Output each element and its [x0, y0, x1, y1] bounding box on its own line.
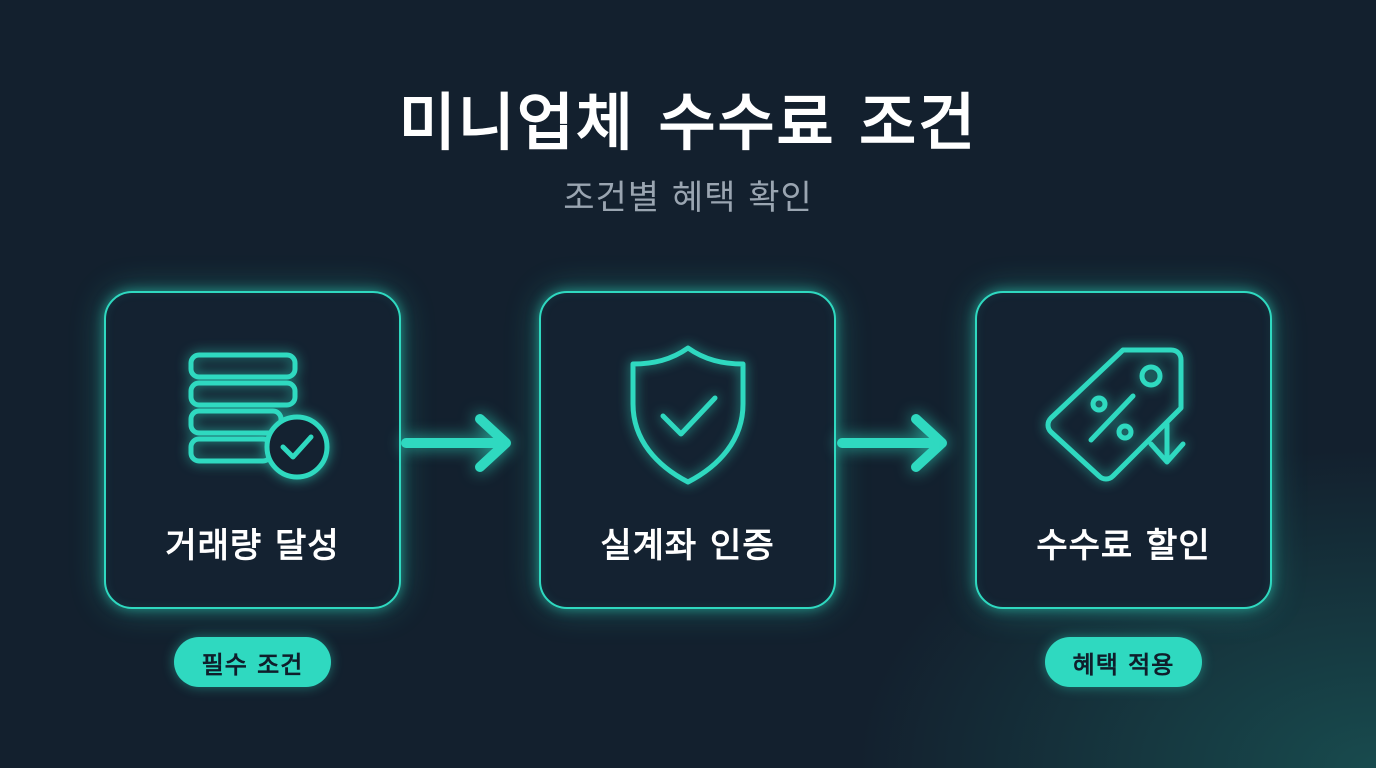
step-card-discount: 수수료 할인: [975, 291, 1272, 609]
benefit-badge: 혜택 적용: [1045, 637, 1202, 687]
step-label-volume: 거래량 달성: [165, 526, 340, 566]
required-badge: 필수 조건: [174, 637, 331, 687]
page-title: 미니업체 수수료 조건: [398, 86, 978, 159]
shield-check-icon: [541, 335, 834, 495]
discount-tag-icon: [977, 335, 1270, 495]
step-label-verification: 실계좌 인증: [600, 526, 775, 566]
step-card-volume: 거래량 달성: [104, 291, 401, 609]
step-label-discount: 수수료 할인: [1036, 526, 1211, 566]
page-subtitle: 조건별 혜택 확인: [563, 178, 813, 218]
arrow-right-icon: [400, 410, 520, 476]
arrow-right-icon: [836, 410, 956, 476]
stack-check-icon: [106, 335, 399, 495]
step-card-verification: 실계좌 인증: [539, 291, 836, 609]
